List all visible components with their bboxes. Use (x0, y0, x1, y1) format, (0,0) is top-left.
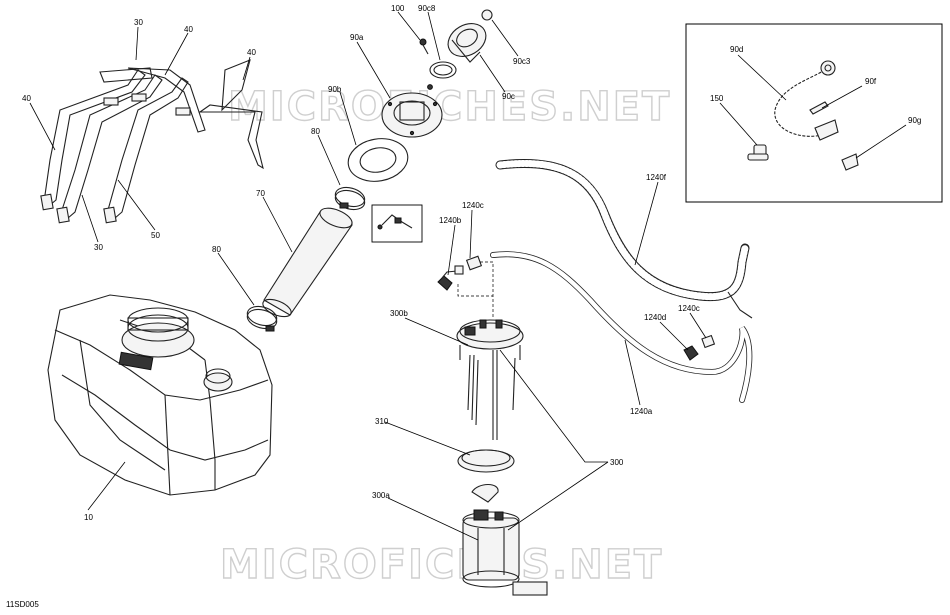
callout-90f: 90f (865, 77, 877, 86)
filler-hose (262, 207, 353, 318)
callout-90d: 90d (730, 45, 743, 54)
fuel-tank (47, 294, 273, 496)
callout-90c3: 90c3 (513, 57, 531, 66)
callout-1240c-lower: 1240c (678, 304, 700, 313)
fuel-line (490, 251, 753, 403)
assembly-dashed-line (457, 261, 494, 318)
fuel-cap (447, 23, 487, 63)
callout-150: 150 (710, 94, 724, 103)
callout-40-top-left: 40 (184, 25, 193, 34)
hose-clamp-upper (334, 186, 366, 211)
callout-90c: 90c (502, 92, 515, 101)
fuel-pump-rods (467, 350, 516, 440)
fuel-tank-straps (40, 59, 264, 224)
callout-1240b: 1240b (439, 216, 462, 225)
callout-300a: 300a (372, 491, 390, 500)
connector-detail (371, 204, 423, 243)
elbow-fitting (437, 265, 464, 291)
watermark-top: MICROFICHES.NET (228, 84, 671, 130)
callout-40-top-right: 40 (247, 48, 256, 57)
callout-90c8: 90c8 (418, 4, 436, 13)
callout-30-top: 30 (134, 18, 143, 27)
watermark-bottom: MICROFICHES.NET (220, 542, 663, 588)
callout-310: 310 (375, 417, 389, 426)
leader-lines (29, 11, 907, 541)
diagram-code: 11SD005 (6, 600, 39, 609)
callout-40-left: 40 (22, 94, 31, 103)
callout-10: 10 (84, 513, 93, 522)
filler-neck-gasket (347, 138, 409, 182)
cap-tether-chain (774, 60, 839, 141)
vent-hose-corrugated (495, 158, 753, 319)
hose-clamp-fitting-upper (465, 255, 483, 271)
callout-1240c-upper: 1240c (462, 201, 484, 210)
inset-screw (747, 144, 769, 161)
pump-seal-ring (457, 449, 515, 473)
hose-clamp-fitting-lower (701, 334, 716, 349)
callout-1240f: 1240f (646, 173, 667, 182)
callout-90b: 90b (328, 85, 342, 94)
cap-tether-plug (481, 9, 493, 21)
callout-90g: 90g (908, 116, 921, 125)
callout-80-lower: 80 (212, 245, 221, 254)
callout-80-upper: 80 (311, 127, 320, 136)
callout-300b: 300b (390, 309, 408, 318)
screw (419, 38, 433, 90)
callout-1240a: 1240a (630, 407, 653, 416)
detail-inset-box (685, 23, 943, 203)
callout-300: 300 (610, 458, 624, 467)
tether-plug (841, 153, 859, 171)
callout-90a: 90a (350, 33, 364, 42)
callout-70: 70 (256, 189, 265, 198)
fuel-pump-body (462, 483, 548, 596)
filler-neck-flange (381, 92, 443, 138)
callout-labels: 30 40 40 40 30 50 70 80 80 90b 90a 100 9… (22, 4, 921, 522)
callout-30-bottom: 30 (94, 243, 103, 252)
cap-o-ring (429, 61, 457, 79)
tether-pin (809, 101, 829, 115)
callout-1240d: 1240d (644, 313, 666, 322)
callout-50: 50 (151, 231, 160, 240)
fuel-pump-top-flange (456, 319, 524, 360)
hose-clamp-lower (246, 305, 278, 332)
callout-100: 100 (391, 4, 405, 13)
